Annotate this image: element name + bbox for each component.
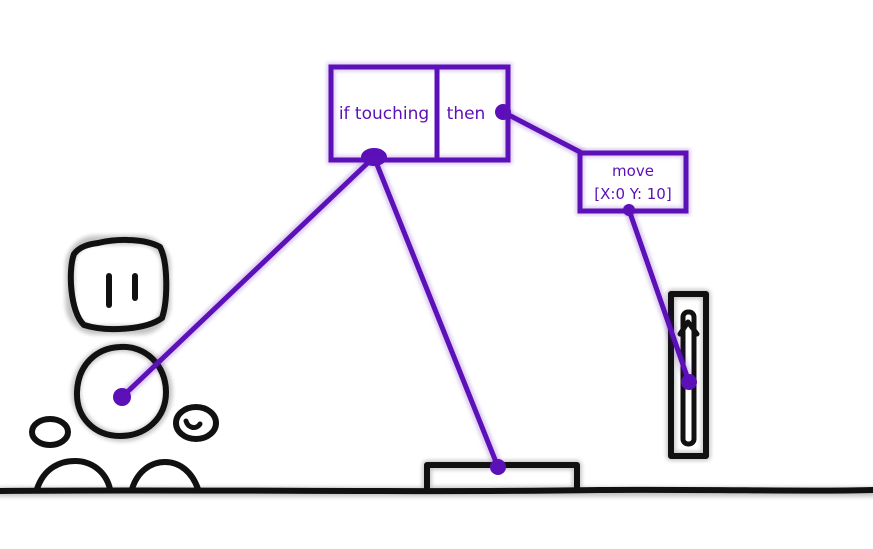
action-label: then: [447, 104, 486, 124]
ink-halo: [0, 235, 873, 497]
move-block[interactable]: move [X:0 Y: 10]: [575, 148, 691, 216]
node-robot[interactable]: [113, 388, 131, 406]
robot-hand-detail: [183, 418, 203, 431]
robot-character: [29, 236, 219, 492]
condition-label: if touching: [339, 104, 429, 124]
node-button[interactable]: [490, 459, 506, 475]
wire-button-to-condition: [371, 154, 501, 470]
move-label: move: [612, 162, 654, 180]
node-door[interactable]: [681, 374, 697, 390]
wire-halo: [117, 107, 694, 472]
arrow-up-icon: [677, 319, 700, 337]
door-frame: [668, 291, 709, 459]
ground-line: [0, 486, 873, 495]
robot-hand-right: [173, 404, 219, 442]
robot-hand-left: [29, 416, 71, 448]
wire-move-to-door: [626, 207, 692, 385]
move-coordinates: [X:0 Y: 10]: [594, 185, 671, 203]
logic-block-frame: [328, 64, 511, 163]
move-block-frame: [577, 150, 689, 214]
logic-block[interactable]: if touching then: [326, 62, 513, 165]
robot-foot-left: [34, 458, 113, 492]
robot-foot-right: [129, 459, 201, 492]
robot-head: [67, 236, 170, 333]
wire-robot-to-condition: [119, 154, 377, 400]
wire-then-to-move: [500, 109, 583, 155]
